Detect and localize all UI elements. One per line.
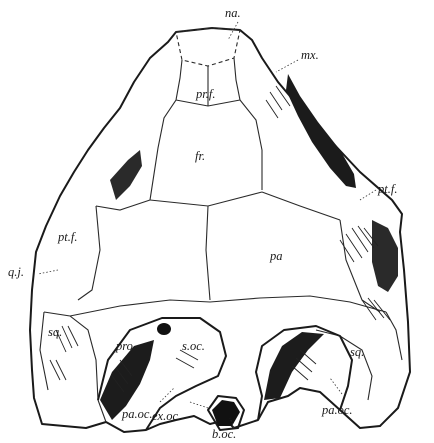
prootic-foramen (157, 323, 171, 335)
right-shading (286, 74, 356, 188)
nasal-outline (176, 28, 240, 66)
label-prefrontal: pr.f. (195, 87, 215, 101)
left-shading (110, 150, 142, 200)
right-occipital-shading (264, 332, 324, 400)
label-nasal: na. (225, 6, 241, 20)
label-quadratojugal: q.j. (8, 265, 24, 279)
posterior-roof-edge (70, 296, 386, 316)
label-squamosal-left: sq. (48, 325, 62, 339)
parietal-sutures (78, 192, 380, 312)
label-prootic: pro (115, 339, 133, 353)
label-postfrontal-right: pt.f. (377, 182, 397, 196)
leader-mx (276, 60, 298, 72)
label-parietal: pa (269, 249, 283, 263)
right-shading-2 (372, 220, 398, 292)
leader-paoc-right (330, 378, 342, 394)
label-exoccipital: ex.oc. (152, 409, 181, 423)
label-maxilla: mx. (301, 48, 319, 62)
label-paroccipital-left: pa.oc. (121, 407, 153, 421)
leader-na (228, 22, 238, 40)
label-frontal: fr. (195, 149, 205, 163)
leader-qj (38, 270, 58, 274)
leader-ptf-right (360, 190, 376, 200)
label-supraoccipital: s.oc. (182, 339, 205, 353)
label-basioccipital: b.oc. (212, 427, 236, 441)
frontal-sutures (150, 58, 262, 206)
label-paroccipital-right: pa.oc. (321, 403, 353, 417)
label-postfrontal-left: pt.f. (57, 230, 77, 244)
label-squamosal-right: sq. (350, 345, 364, 359)
leader-exoc (190, 402, 208, 408)
